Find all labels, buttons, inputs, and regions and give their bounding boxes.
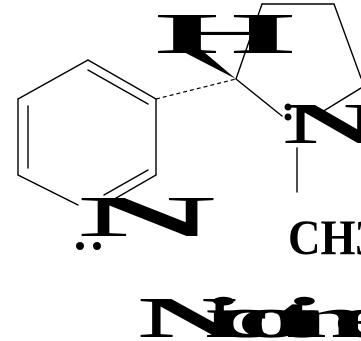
methyl-label: CH3 [288,209,361,265]
hashed-bond [155,78,237,100]
pyrrolidine-ring [235,3,361,117]
pyridine-bond-3 [103,174,157,206]
pyrrolidine-bond-5 [235,78,283,117]
pyrrolidine-nitrogen-label: N [283,91,361,156]
pyrrolidine-bond-1 [235,3,263,80]
pyridine-bond-3-inner [103,169,149,196]
pyridine-nitrogen-label: N [78,184,216,249]
pyridine-bond-6 [17,59,89,100]
pyrrolidine-bond-4 [321,87,361,113]
pyridine-ring [17,59,157,206]
compound-name-caption: Nicotine [138,285,361,341]
pyridine-bond-1 [87,59,157,100]
wedge-bond-to-hydrogen [176,36,236,79]
hydrogen-label: H [155,1,295,66]
pyridine-nitrogen-lone-pair [76,242,101,250]
pyridine-bond-4 [17,174,79,206]
pyrrolidine-bond-3 [333,3,361,79]
pyridine-bond-1-inner [87,69,149,105]
pyrrolidine-nitrogen-lone-pair [284,103,292,121]
